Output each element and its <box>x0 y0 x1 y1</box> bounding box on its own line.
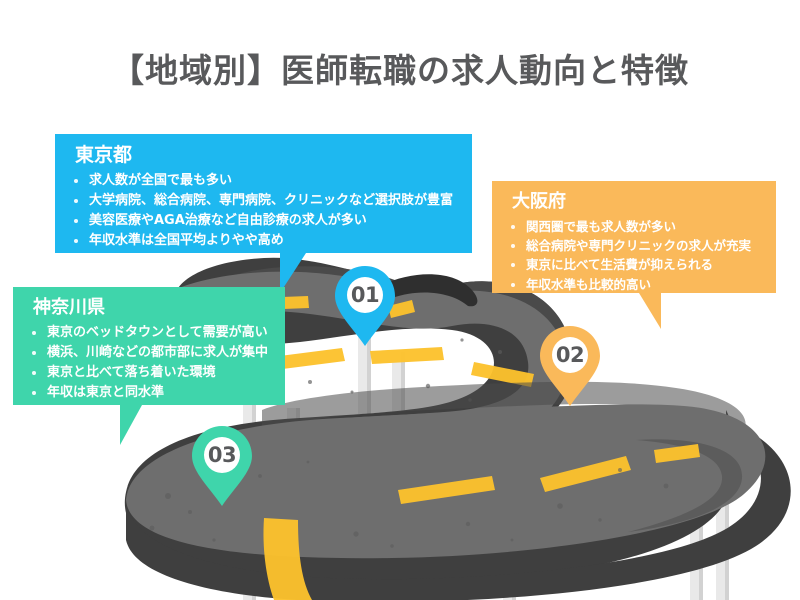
callout-tokyo-tail <box>280 253 352 293</box>
callout-osaka-tail <box>597 293 661 329</box>
map-pin-03-label: 03 <box>207 443 237 467</box>
list-item: 年収水準も比較的高い <box>508 275 762 294</box>
callout-tokyo-title: 東京都 <box>75 144 133 166</box>
list-item: 年収は東京と同水準 <box>29 383 271 403</box>
list-item: 年収水準は全国平均よりやや高め <box>71 231 458 251</box>
map-pin-01[interactable]: 01 <box>333 264 397 348</box>
list-item: 横浜、川崎などの都市部に求人が集中 <box>29 343 271 363</box>
callout-kanagawa-tail <box>120 405 184 445</box>
callout-kanagawa[interactable]: 神奈川県 東京のベッドタウンとして需要が高い 横浜、川崎などの都市部に求人が集中… <box>13 287 285 405</box>
page-title: 【地域別】医師転職の求人動向と特徴 <box>111 51 689 90</box>
callout-tokyo-box: 東京都 求人数が全国で最も多い 大学病院、総合病院、専門病院、クリニックなど選択… <box>55 134 472 253</box>
road-middle-segment <box>262 381 751 470</box>
callout-tokyo[interactable]: 東京都 求人数が全国で最も多い 大学病院、総合病院、専門病院、クリニックなど選択… <box>55 134 472 253</box>
list-item: 美容医療やAGA治療など自由診療の求人が多い <box>71 211 458 231</box>
callout-osaka[interactable]: 大阪府 関西圏で最も求人数が多い 総合病院や専門クリニックの求人が充実 東京に比… <box>492 181 776 293</box>
road-far-end <box>380 274 478 307</box>
list-item: 東京に比べて生活費が抑えられる <box>508 255 762 274</box>
map-pin-01-label: 01 <box>350 283 380 307</box>
road-lower-segment <box>126 404 791 600</box>
map-pin-02-label: 02 <box>555 343 585 367</box>
list-item: 総合病院や専門クリニックの求人が充実 <box>508 236 762 255</box>
callout-tokyo-list: 求人数が全国で最も多い 大学病院、総合病院、専門病院、クリニックなど選択肢が豊富… <box>71 171 458 252</box>
callout-kanagawa-list: 東京のベッドタウンとして需要が高い 横浜、川崎などの都市部に求人が集中 東京と比… <box>29 323 271 404</box>
map-pin-02[interactable]: 02 <box>538 324 602 408</box>
list-item: 大学病院、総合病院、専門病院、クリニックなど選択肢が豊富 <box>71 191 458 211</box>
map-pin-icon <box>335 266 395 346</box>
callout-osaka-list: 関西圏で最も求人数が多い 総合病院や専門クリニックの求人が充実 東京に比べて生活… <box>508 217 762 295</box>
callout-kanagawa-box: 神奈川県 東京のベッドタウンとして需要が高い 横浜、川崎などの都市部に求人が集中… <box>13 287 285 405</box>
list-item: 東京のベッドタウンとして需要が高い <box>29 323 271 343</box>
list-item: 東京と比べて落ち着いた環境 <box>29 363 271 383</box>
map-pin-icon <box>192 426 252 506</box>
callout-osaka-title: 大阪府 <box>512 191 566 212</box>
callout-kanagawa-title: 神奈川県 <box>33 297 105 318</box>
callout-osaka-box: 大阪府 関西圏で最も求人数が多い 総合病院や専門クリニックの求人が充実 東京に比… <box>492 181 776 293</box>
list-item: 求人数が全国で最も多い <box>71 171 458 191</box>
list-item: 関西圏で最も求人数が多い <box>508 217 762 236</box>
map-pin-03[interactable]: 03 <box>190 424 254 508</box>
map-pin-icon <box>540 326 600 406</box>
